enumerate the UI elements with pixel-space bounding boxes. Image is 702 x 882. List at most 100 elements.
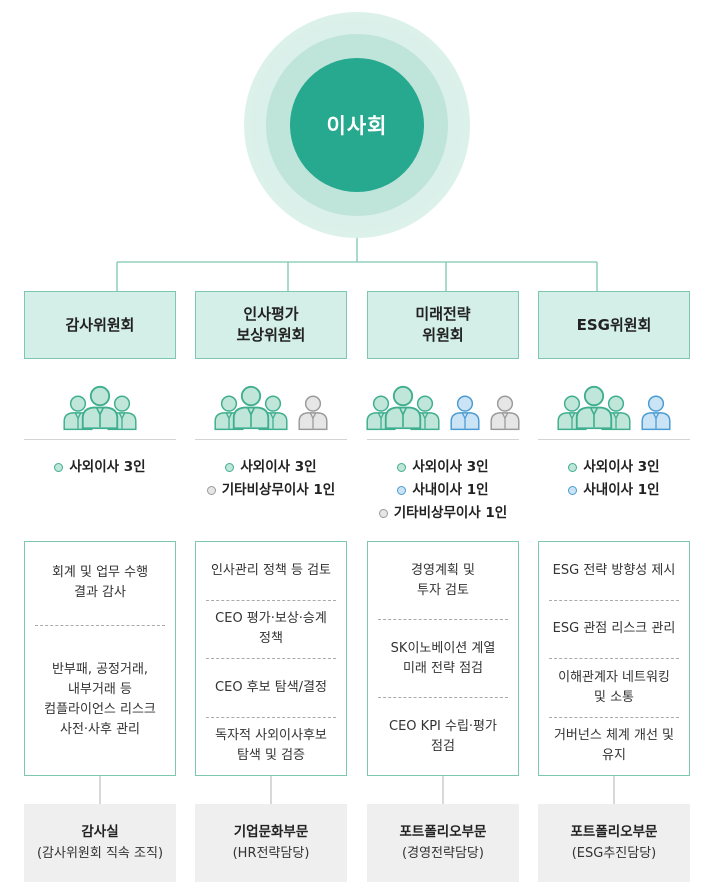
role-divider [549,599,679,601]
role-line: 회계 및 업무 수행 [51,565,149,581]
board-node: 이사회 [290,58,424,192]
person-icon-inside [449,394,480,434]
member-list: 사외이사 3인 [24,456,176,479]
member-dot-icon [206,486,216,495]
role-line: ESG 전략 방향성 제시 [552,562,676,578]
support-unit: 포트폴리오부문(ESG추진담당) [538,804,690,882]
role-divider [206,658,336,659]
person-icon [81,385,119,430]
committee-name-line: 위원회 [422,326,464,344]
role-divider [549,658,679,659]
role-line: 탐색 및 검증 [236,748,306,764]
person-icon [450,395,480,431]
member-dot-icon [54,463,64,472]
role-line: 및 소통 [593,689,634,705]
person-icon-outside [80,383,119,434]
person-icon-outside [231,383,270,434]
person-icon-inside [640,394,671,434]
role-divider [549,716,679,718]
role-line: CEO KPI 수립·평가 [389,718,497,734]
divider [538,439,690,440]
person-icon-other [489,394,520,434]
role-line: 거버넌스 체계 개선 및 [553,728,675,744]
person-icon-outside [574,383,613,434]
divider [24,439,176,440]
role-line: 결과 감사 [74,585,126,601]
unit-sub: (경영전략담당) [402,846,484,861]
member-dot-icon [225,463,235,472]
member-icons [195,374,347,434]
member-dot-icon [397,463,407,472]
role-divider [206,599,336,601]
person-icon [298,395,328,431]
member-icons [24,374,176,434]
role-line: 인사관리 정책 등 검토 [210,562,332,578]
committee-name-line: 미래전략 [415,305,471,323]
role-line: SK이노베이션 계열 [390,640,496,656]
role-line: 경영계획 및 [411,562,475,578]
person-icon [575,385,613,430]
member-text: 사내이사 1인 [583,482,660,498]
member-dot-icon [378,509,388,518]
member-item: 사외이사 3인 [568,456,660,479]
role-divider [378,697,508,698]
member-item: 사내이사 1인 [397,479,489,502]
unit-name: 기업문화부문 [233,824,309,840]
member-icons [538,374,690,434]
role-line: 정책 [259,631,283,647]
divider [195,439,347,440]
member-text: 사내이사 1인 [412,482,489,498]
unit-name: 감사실 [81,824,119,840]
member-text: 사외이사 3인 [240,459,317,475]
person-icon [641,395,671,431]
role-item: 인사관리 정책 등 검토 [196,542,346,600]
member-item: 기타비상무이사 1인 [378,502,508,525]
role-line: 독자적 사외이사후보 [215,728,327,744]
member-item: 사외이사 3인 [54,456,146,479]
person-icon-outside [383,383,422,434]
support-unit: 기업문화부문 (HR전략담당) [195,804,347,882]
member-text: 기타비상무이사 1인 [221,482,336,498]
role-item: ESG 전략 방향성 제시 [539,542,689,600]
unit-sub: (HR전략담당) [232,846,310,861]
committee-box: ESG위원회 [538,291,690,359]
role-divider [206,716,336,718]
role-line: 사전·사후 관리 [59,722,141,738]
support-unit: 감사실(감사위원회 직속 조직) [24,804,176,882]
person-icon [384,385,422,430]
role-divider [378,619,508,620]
divider [367,439,519,440]
role-line: CEO 후보 탐색/결정 [215,679,327,695]
unit-name: 포트폴리오부문 [399,824,487,840]
member-text: 기타비상무이사 1인 [393,505,508,521]
committee-name-line: 보상위원회 [236,326,306,344]
role-item: ESG 관점 리스크 관리 [539,601,689,659]
member-text: 사외이사 3인 [69,459,146,475]
unit-name: 포트폴리오부문 [570,824,658,840]
role-divider [35,624,165,626]
board-label: 이사회 [326,114,388,138]
role-line: 투자 검토 [417,582,469,598]
role-line: ESG 관점 리스크 관리 [552,621,676,637]
committee-name-line: 인사평가 [243,305,299,323]
person-icon [232,385,270,430]
member-dot-icon [568,463,578,472]
member-icons [366,374,520,434]
committee-box: 감사위원회 [24,291,176,359]
person-icon-other [297,394,328,434]
